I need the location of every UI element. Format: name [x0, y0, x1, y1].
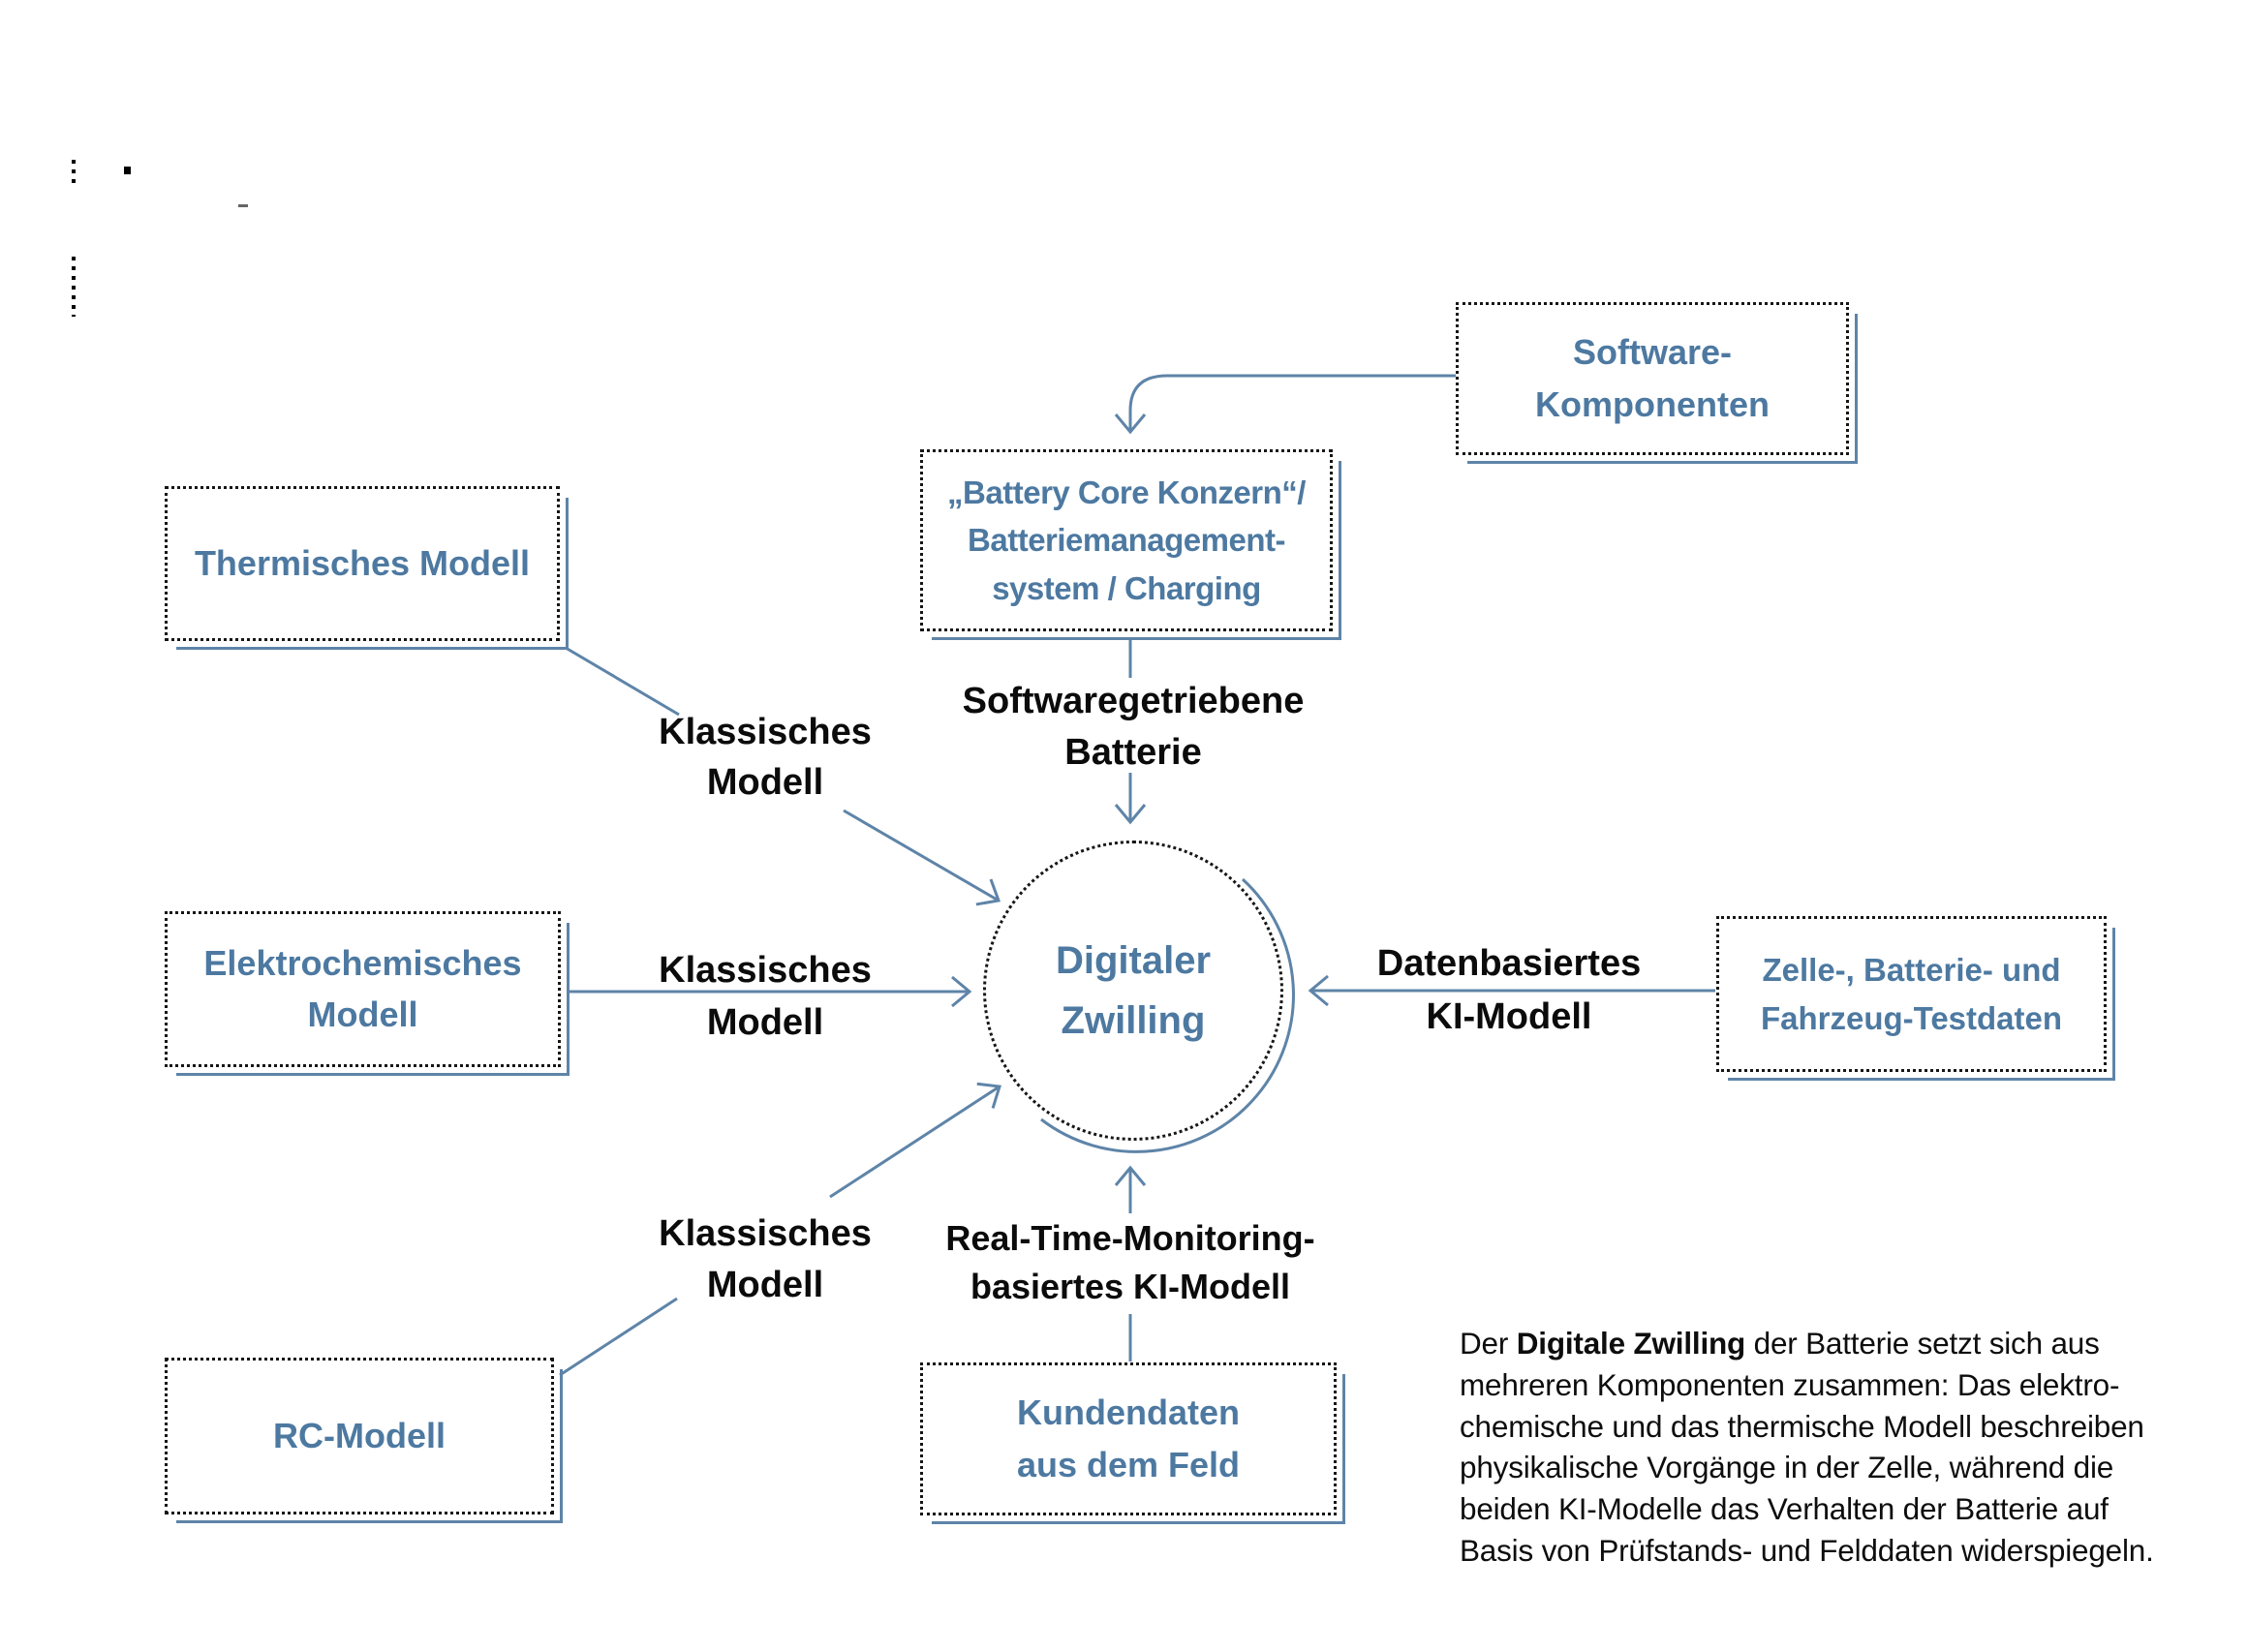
arrow-software-to-batterycore — [1114, 374, 1456, 435]
node-software-komponenten: Software- Komponenten — [1456, 302, 1858, 464]
stray-mark — [124, 167, 131, 174]
caption-prefix: Der — [1460, 1326, 1517, 1361]
caption-rest: der Batterie setzt sich aus mehreren Kom… — [1460, 1326, 2154, 1569]
node-thermisches-modell: Thermisches Modell — [165, 486, 569, 650]
circle-shadow-arc — [1040, 877, 1295, 1153]
caption-text: Der Digitale Zwilling der Batterie setzt… — [1460, 1323, 2225, 1572]
line-thermisches-segment — [565, 646, 680, 717]
node-digitaler-zwilling: Digitaler Zwilling — [983, 841, 1283, 1141]
edge-label-klassisches-modell-top: Klassisches Modell — [659, 712, 872, 804]
edge-label-softwaregetriebene-batterie: Softwaregetriebene Batterie — [962, 681, 1305, 774]
node-rc-modell: RC-Modell — [165, 1358, 563, 1523]
stray-dotted-segment — [72, 160, 76, 187]
edge-label-datenbasiertes-ki-modell: Datenbasiertes KI-Modell — [1376, 943, 1642, 1038]
caption-bold: Digitale Zwilling — [1516, 1326, 1746, 1361]
arrow-thermisches-to-zwilling — [843, 809, 1001, 906]
line-rc-segment — [559, 1297, 678, 1377]
node-zelle-batterie-fahrzeug-testdaten: Zelle-, Batterie- und Fahrzeug-Testdaten — [1716, 916, 2115, 1081]
edge-label-klassisches-modell-bottom: Klassisches Modell — [659, 1213, 872, 1306]
edge-label-realtime-ki-modell: Real-Time-Monitoring- basiertes KI-Model… — [945, 1218, 1315, 1307]
stray-dotted-segment — [72, 257, 76, 317]
node-kundendaten-aus-dem-feld: Kundendaten aus dem Feld — [920, 1362, 1345, 1524]
edge-label-klassisches-modell-mid: Klassisches Modell — [659, 950, 872, 1043]
node-battery-core-konzern: „Battery Core Konzern“/ Batteriemanageme… — [920, 449, 1341, 640]
node-elektrochemisches-modell: Elektrochemisches Modell — [165, 911, 570, 1076]
arrow-rc-to-zwilling — [829, 1082, 1001, 1199]
stray-mark — [238, 204, 248, 207]
